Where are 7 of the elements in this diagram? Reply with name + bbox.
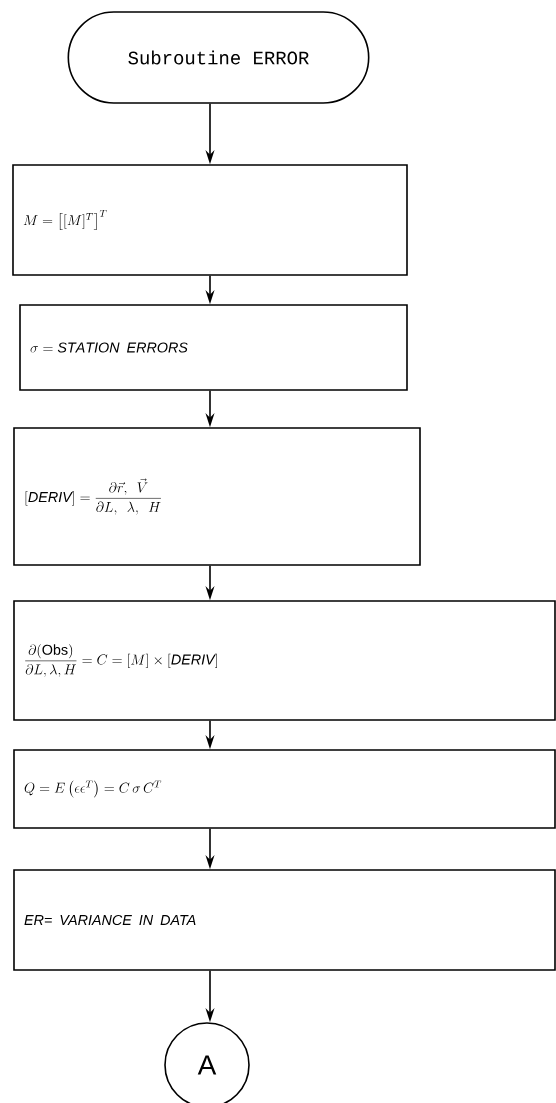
process-box: $\dfrac{\partial(\mathrm{Obs})}{\partial L,\lambda,H} = C = [M] \times [\mathit{DERIV}]$ [13,600,556,721]
process-box: $\sigma = \mathit{STATION\ ERRORS}$ [19,304,408,391]
process-box: ER= VARIANCE IN DATA [13,869,556,971]
process-box: $M = \bigl[[M]^{T}\bigr]^{T}$ [12,164,408,276]
process-box: $[\mathit{DERIV}] = \dfrac{\partial \vec{r},\ \vec{V}}{\partial L,\ \lambda,\ H}$ [13,427,421,566]
terminal-box: Subroutine ERROR [67,11,370,104]
process-box: $Q = E\left(\epsilon\epsilon^{T}\right) = C\,\sigma\,C^{T}$ [13,749,556,829]
